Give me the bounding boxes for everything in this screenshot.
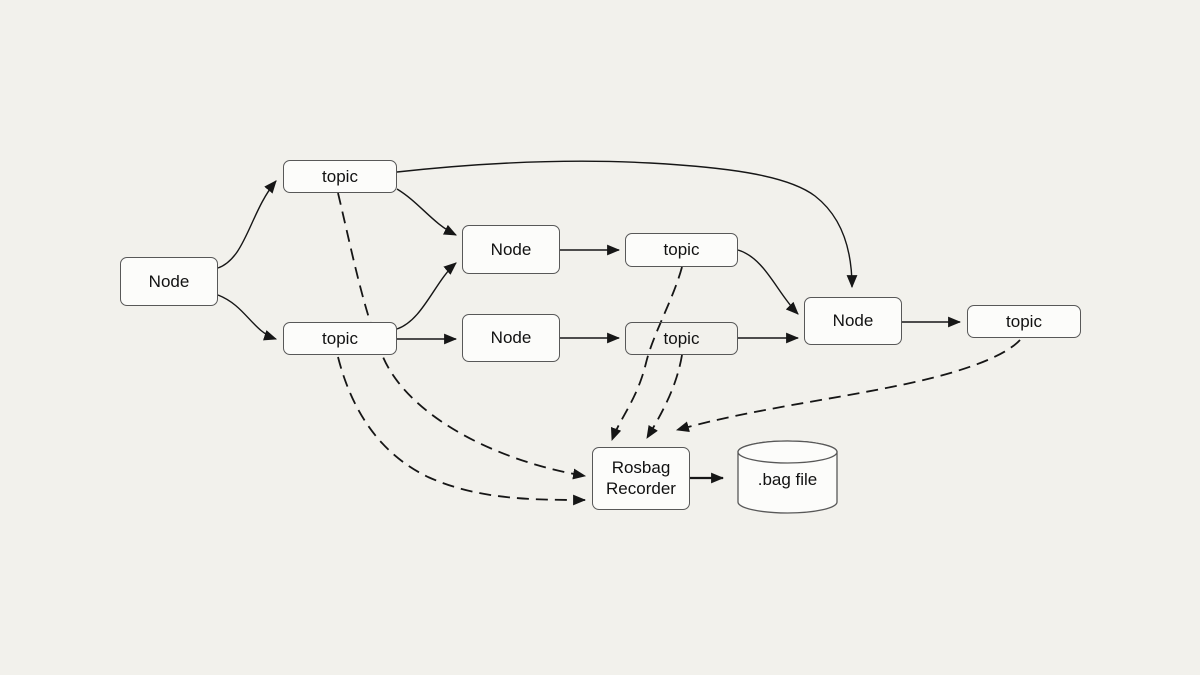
topic-top-left-box: topic: [283, 160, 397, 193]
edge-topicrighttop-rosbag-dashed: [610, 266, 683, 442]
topic-mid-left-label: topic: [322, 328, 358, 348]
node-mid-top-label: Node: [490, 239, 532, 259]
topic-right-bot-box: topic: [625, 322, 738, 355]
edge-topicfarright-rosbag-dashed: [675, 339, 1021, 432]
node-left-label: Node: [148, 271, 190, 291]
edge-topicrighttop-noderight: [737, 249, 799, 315]
topic-top-left-label: topic: [322, 166, 358, 186]
edge-nodeleft-topicmid: [217, 294, 278, 341]
edge-topictop-noderight-long: [396, 160, 858, 289]
node-mid-bottom-box: Node: [462, 314, 560, 362]
edge-topicmid-rosbag-dashed: [337, 356, 587, 506]
edge-topicrightbot-rosbag-dashed: [646, 354, 683, 439]
topic-far-right-label: topic: [1006, 311, 1042, 331]
node-right-label: Node: [832, 311, 874, 330]
node-mid-bottom-label: Node: [490, 328, 532, 347]
bag-file-cylinder: [737, 440, 838, 514]
node-mid-top-box: Node: [462, 225, 560, 274]
node-left-box: Node: [120, 257, 218, 306]
rosbag-recorder-box: Rosbag Recorder: [592, 447, 690, 510]
edge-nodeleft-topictop: [217, 180, 277, 269]
node-right-box: Node: [804, 297, 902, 345]
topic-far-right-box: topic: [967, 305, 1081, 338]
edge-topictop-nodemidtop: [396, 188, 457, 236]
edge-topicmid-nodemidtop: [396, 262, 457, 330]
bag-file-label-wrap: .bag file: [738, 456, 837, 504]
topic-right-top-label: topic: [663, 240, 700, 259]
edge-topictop-rosbag-dashed: [337, 192, 587, 480]
rosbag-recorder-label: Rosbag Recorder: [606, 457, 676, 498]
topic-right-top-box: topic: [625, 233, 738, 267]
bag-file-label: .bag file: [757, 470, 818, 489]
topic-right-bot-label: topic: [663, 328, 700, 348]
topic-mid-left-box: topic: [283, 322, 397, 355]
